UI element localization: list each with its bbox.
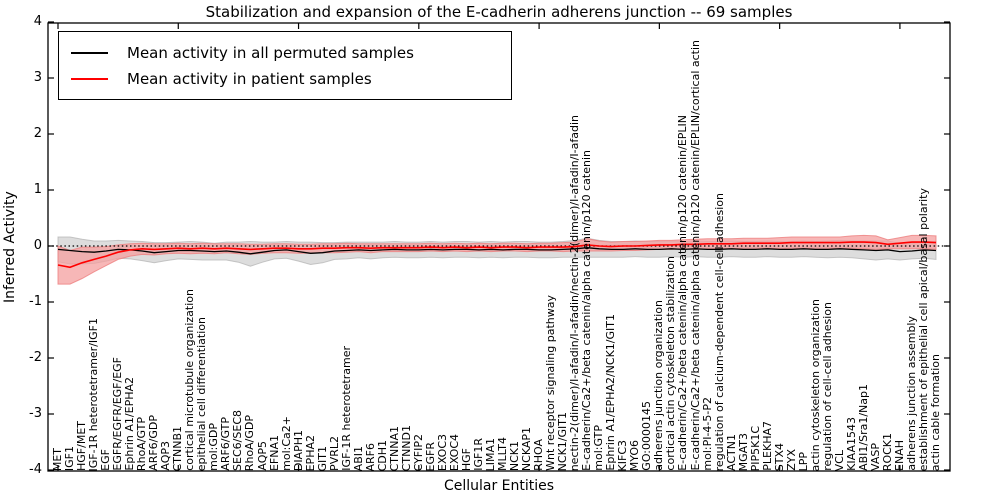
x-tick-label: GIT1 (315, 445, 329, 472)
y-tick-label: 1 (33, 182, 42, 197)
x-tick-label: EPHA2 (303, 434, 317, 471)
chart-title: Stabilization and expansion of the E-cad… (205, 3, 793, 21)
x-tick-label: EFNA1 (267, 434, 281, 471)
x-tick-label: EGFR (423, 441, 437, 471)
x-tick-label: ABI1/Sra1/Nap1 (856, 384, 870, 471)
legend-line-permuted-icon (71, 52, 108, 54)
x-tick-label: mol:PI-4-5-P2 (700, 397, 714, 471)
patient-mean-line (57, 241, 937, 269)
x-tick-label: ZYX (784, 449, 798, 471)
x-tick-label: IGF-1R heterotetramer (339, 346, 353, 471)
y-tick-label: 2 (33, 126, 42, 141)
x-tick-label: PIP5K1C (748, 425, 762, 471)
x-tick-label: MGAT3 (736, 432, 750, 471)
x-tick-label: ACTN1 (724, 434, 738, 471)
x-tick-label: PLEKHA7 (760, 421, 774, 471)
x-tick-label: E-cadherin/Ca2+/beta catenin/alpha caten… (580, 150, 594, 471)
x-tick-label: IGF-1R heterotetramer/IGF1 (87, 317, 101, 472)
x-tick-label: STX4 (772, 442, 786, 471)
legend-label-permuted: Mean activity in all permuted samples (127, 44, 414, 62)
axes-frame (47, 22, 951, 472)
legend-label-patient: Mean activity in patient samples (127, 70, 372, 88)
x-axis-title: Cellular Entities (443, 478, 555, 494)
x-tick-label: mol:Ca2+ (279, 416, 293, 471)
y-tick-label: -1 (29, 294, 42, 309)
legend-line-patient-icon (71, 78, 108, 80)
y-tick-label: -4 (29, 462, 42, 477)
x-tick-label: CDH1 (375, 439, 389, 471)
x-tick-label: PVRL2 (327, 436, 341, 471)
x-tick-label: actin cable formation (929, 353, 942, 471)
y-tick-label: -3 (29, 406, 42, 421)
x-tick-label: ARF6 (363, 442, 377, 472)
x-tick-label: DIAPH1 (291, 429, 305, 471)
legend: Mean activity in all permuted samples Me… (58, 31, 512, 100)
x-tick-label: LPP (796, 451, 810, 471)
y-tick-label: 3 (33, 70, 42, 85)
x-tick-label: CTNND1 (399, 424, 413, 471)
x-tick-label: regulation of cell-cell adhesion (820, 302, 834, 471)
x-tick-label: E-cadherin/Ca2+/beta catenin/alpha caten… (676, 115, 690, 471)
x-tick-label: CYFIP2 (411, 433, 425, 471)
permuted-mean-line (57, 247, 937, 255)
x-tick-label: KIAA1543 (844, 417, 858, 471)
legend-row-permuted: Mean activity in all permuted samples (59, 40, 511, 66)
y-tick-label: 4 (33, 14, 42, 29)
x-tick-label: CTNNA1 (387, 425, 401, 471)
x-tick-label: regulation of calcium-dependent cell-cel… (712, 192, 726, 471)
x-tick-label: VCL (832, 449, 846, 471)
x-tick-label: actin cytoskeleton organization (808, 298, 822, 471)
y-tick-label: -2 (29, 350, 42, 365)
legend-row-patient: Mean activity in patient samples (59, 66, 511, 92)
x-tick-label: AQP5 (255, 441, 269, 471)
y-tick-label: 0 (33, 238, 42, 253)
x-tick-label: ABI1 (351, 445, 365, 471)
x-tick-label: E-cadherin/Ca2+/beta catenin/alpha caten… (688, 40, 702, 471)
x-tick-label: RhoA/GDP (243, 414, 257, 471)
